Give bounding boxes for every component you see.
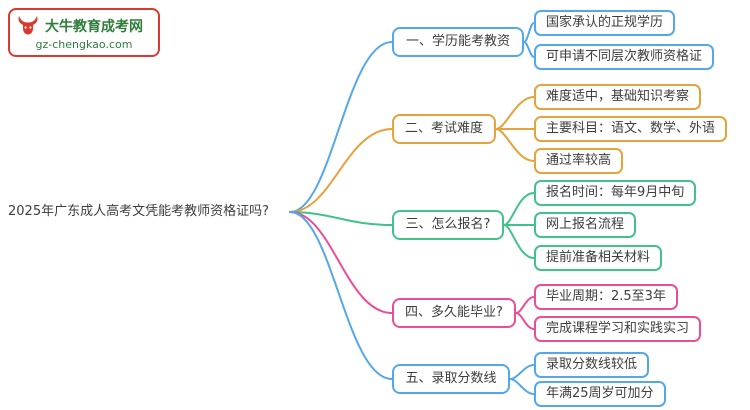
connector-b5-c1: [509, 364, 535, 380]
child-node: 录取分数线较低: [534, 352, 650, 378]
child-node: 毕业周期：2.5至3年: [534, 284, 678, 310]
connector-b1-c2: [523, 41, 535, 58]
child-node: 网上报名流程: [534, 212, 637, 238]
connector-b1-c1: [523, 22, 535, 43]
branch-node-5: 五、录取分数线: [392, 364, 510, 394]
site-logo: 大牛教育成考网 gz-chengkao.com: [8, 8, 160, 57]
connector-central-branch-1: [289, 41, 393, 213]
branch-node-1: 一、学历能考教资: [392, 27, 524, 57]
child-node: 报名时间：每年9月中旬: [534, 180, 697, 206]
child-node: 主要科目：语文、数学、外语: [534, 116, 728, 142]
site-url: gz-chengkao.com: [35, 38, 133, 51]
connector-central-branch-3: [289, 211, 393, 226]
connector-b2-c3: [495, 128, 535, 162]
connector-b3-c1: [503, 192, 535, 226]
child-node: 提前准备相关材料: [534, 245, 663, 271]
connector-b2-c1: [495, 96, 535, 130]
child-node: 通过率较高: [534, 148, 624, 174]
connector-b4-c2: [515, 312, 535, 330]
child-node: 可申请不同层次教师资格证: [534, 44, 715, 70]
connector-central-branch-5: [289, 211, 393, 380]
connector-central-branch-2: [289, 128, 393, 213]
connector-b3-c3: [503, 224, 535, 259]
connector-b5-c2: [509, 378, 535, 395]
branch-node-4: 四、多久能毕业?: [392, 298, 516, 328]
site-name: 大牛教育成考网: [45, 19, 143, 35]
connector-central-branch-4: [289, 211, 393, 314]
branch-node-2: 二、考试难度: [392, 114, 496, 144]
bull-icon: [16, 15, 40, 37]
child-node: 国家承认的正规学历: [534, 10, 676, 36]
child-node: 难度适中，基础知识考察: [534, 84, 702, 110]
child-node: 年满25周岁可加分: [534, 381, 666, 407]
branch-node-3: 三、怎么报名?: [392, 210, 504, 240]
child-node: 完成课程学习和实践实习: [534, 316, 702, 342]
connector-b4-c1: [515, 296, 535, 314]
mindmap-central-topic: 2025年广东成人高考文凭能考教师资格证吗?: [8, 204, 269, 219]
